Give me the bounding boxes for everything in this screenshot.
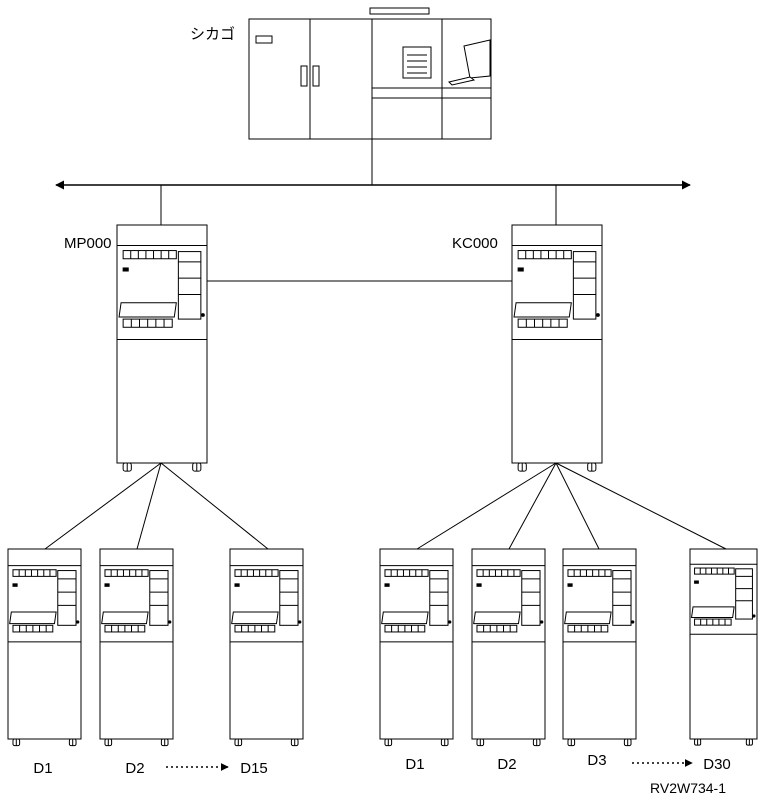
device-label: D2 xyxy=(125,760,145,777)
device-label: D30 xyxy=(703,756,731,773)
host-computer-icon xyxy=(248,7,492,140)
system-unit-mp000-icon xyxy=(116,224,208,472)
device-d3-icon xyxy=(562,548,637,747)
device-d2-icon xyxy=(471,548,546,747)
device-d30-icon xyxy=(689,548,758,746)
device-label: D3 xyxy=(587,752,607,769)
node-label-kc000: KC000 xyxy=(452,235,498,252)
device-label: D15 xyxy=(240,760,268,777)
device-d1-icon xyxy=(7,548,82,747)
right-device-links xyxy=(416,462,727,550)
device-d1-icon xyxy=(379,548,454,747)
left-device-links xyxy=(44,462,269,550)
device-label: D2 xyxy=(497,756,517,773)
host-label: シカゴ xyxy=(190,26,236,43)
node-label-mp000: MP000 xyxy=(64,235,112,252)
device-d15-icon xyxy=(229,548,304,747)
system-unit-kc000-icon xyxy=(511,224,603,472)
device-label: D1 xyxy=(405,756,425,773)
figure-id: RV2W734-1 xyxy=(650,780,727,796)
device-d2-icon xyxy=(99,548,174,747)
device-label: D1 xyxy=(33,760,53,777)
